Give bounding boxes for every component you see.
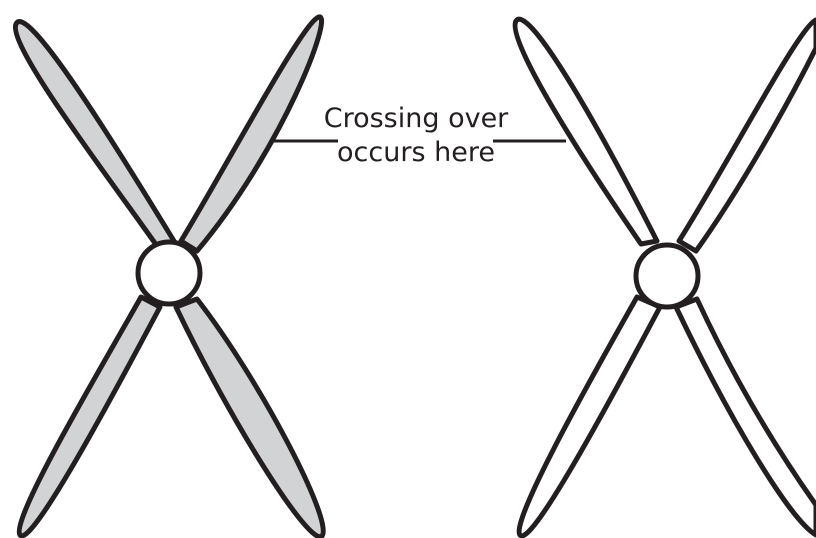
shaded-chromatid-lower-right	[176, 299, 323, 537]
unshaded-chromatid-lower-right	[676, 299, 816, 535]
unshaded-chromosome	[515, 19, 816, 536]
unshaded-chromatid-upper-right	[679, 20, 816, 251]
shaded-chromosome	[15, 17, 323, 537]
crossing-over-label: Crossing over occurs here	[318, 102, 514, 170]
crossing-over-label-line1: Crossing over	[318, 102, 514, 136]
shaded-centromere	[138, 242, 200, 304]
shaded-chromatid-upper-right	[181, 17, 322, 251]
shaded-chromatid-upper-left	[15, 22, 174, 246]
unshaded-centromere	[636, 245, 698, 307]
unshaded-chromatid-lower-left	[519, 297, 660, 536]
unshaded-chromatid-upper-left	[515, 19, 657, 244]
shaded-chromatid-lower-left	[19, 297, 160, 536]
crossing-over-label-line2: occurs here	[318, 136, 514, 170]
